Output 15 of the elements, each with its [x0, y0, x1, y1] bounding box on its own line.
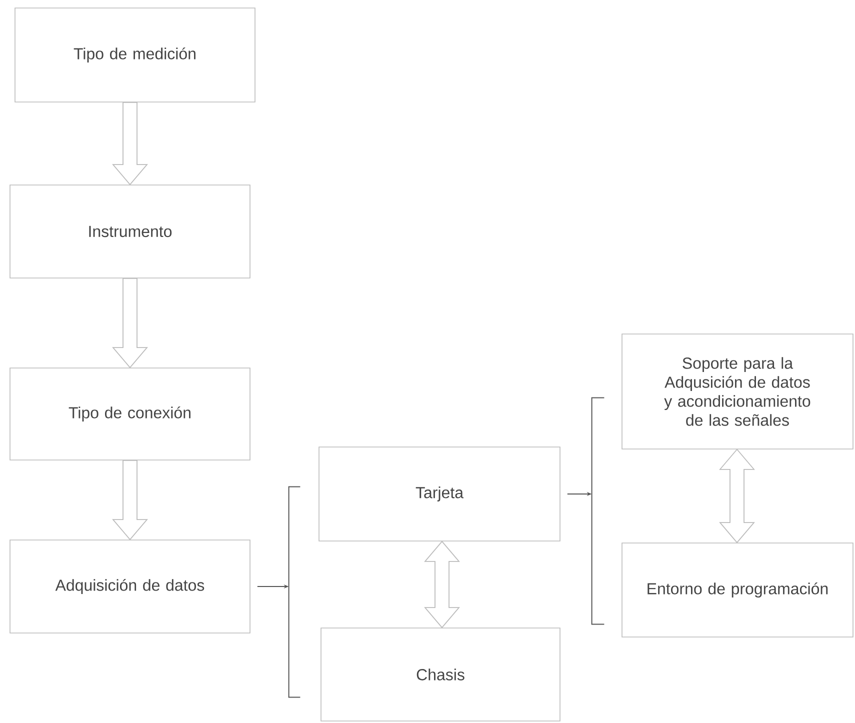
- bracket: [288, 486, 301, 698]
- block-arrow: [112, 278, 148, 368]
- process-box: Adquisición de datos: [10, 540, 250, 634]
- block-arrow: [112, 460, 148, 540]
- block-arrow: [424, 540, 460, 628]
- bracket: [591, 397, 605, 625]
- block-arrow: [112, 102, 148, 186]
- process-box: Soporte para la Adqusición de datos y acondicionamiento de las señales: [622, 334, 854, 450]
- process-box: Tarjeta: [318, 446, 560, 542]
- process-box: Tipo de conexión: [10, 368, 250, 460]
- process-box: Chasis: [320, 628, 560, 722]
- block-arrow: [719, 448, 755, 544]
- process-box: Tipo de medición: [14, 8, 256, 102]
- process-box: Entorno de programación: [622, 542, 854, 638]
- process-box: Instrumento: [10, 184, 250, 278]
